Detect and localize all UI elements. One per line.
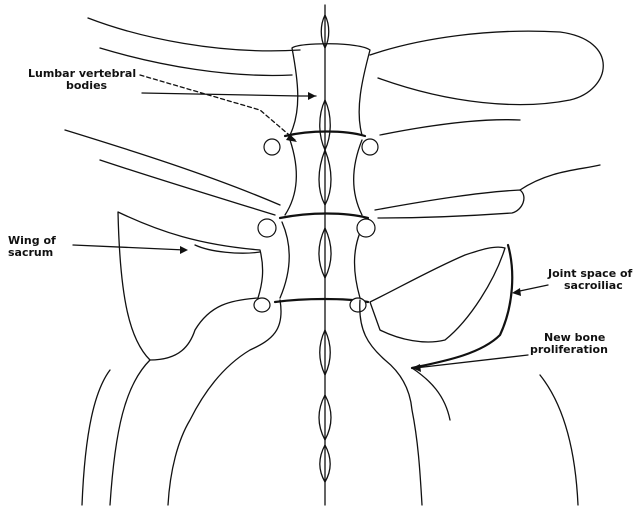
left-ilium-lower (110, 360, 150, 505)
sacrum-outline-right (360, 300, 422, 505)
facet-l3 (254, 298, 270, 312)
facet-l1 (264, 139, 280, 155)
middle-right-transverse-process (375, 190, 524, 218)
middle-left-transverse-process (65, 130, 280, 215)
label-joint-space-of-sacroiliac: Joint space of sacroiliac (548, 268, 632, 292)
right-transverse-upper (380, 120, 520, 135)
facet-r1 (362, 139, 378, 155)
upper-right-transverse-process (370, 31, 603, 104)
right-sacral-wing (370, 247, 505, 342)
right-ilium-outer (540, 375, 578, 505)
label-wing-of-sacrum: Wing of sacrum (8, 235, 56, 259)
right-pelvic-line (520, 165, 600, 190)
arrowhead-joint (512, 288, 521, 296)
vertebral-body-middle (285, 140, 362, 215)
facet-r3 (350, 298, 366, 312)
leader-wing (73, 245, 185, 250)
arrowhead-wing (180, 246, 188, 254)
leader-lumbar-dashed (140, 75, 295, 140)
right-ilium-inner (412, 368, 450, 420)
sacroiliac-joint (412, 245, 512, 368)
disc-middle (280, 214, 368, 219)
label-new-bone-line2: proliferation (530, 344, 608, 356)
leader-new-bone (415, 355, 528, 368)
sacrum-outline (168, 300, 281, 505)
leader-lumbar-1 (142, 93, 316, 96)
left-ilium-outer (82, 370, 110, 505)
label-lumbar-line2: bodies (28, 80, 136, 92)
arrowhead-lumbar-1 (308, 92, 316, 100)
label-joint-line2: sacroiliac (548, 280, 632, 292)
label-new-bone-proliferation: New bone proliferation (530, 332, 608, 356)
facet-r2 (357, 219, 375, 237)
left-sacral-wing (118, 212, 263, 360)
label-lumbar-vertebral-bodies: Lumbar vertebral bodies (28, 68, 136, 92)
facet-l2 (258, 219, 276, 237)
label-wing-line2: sacrum (8, 247, 56, 259)
